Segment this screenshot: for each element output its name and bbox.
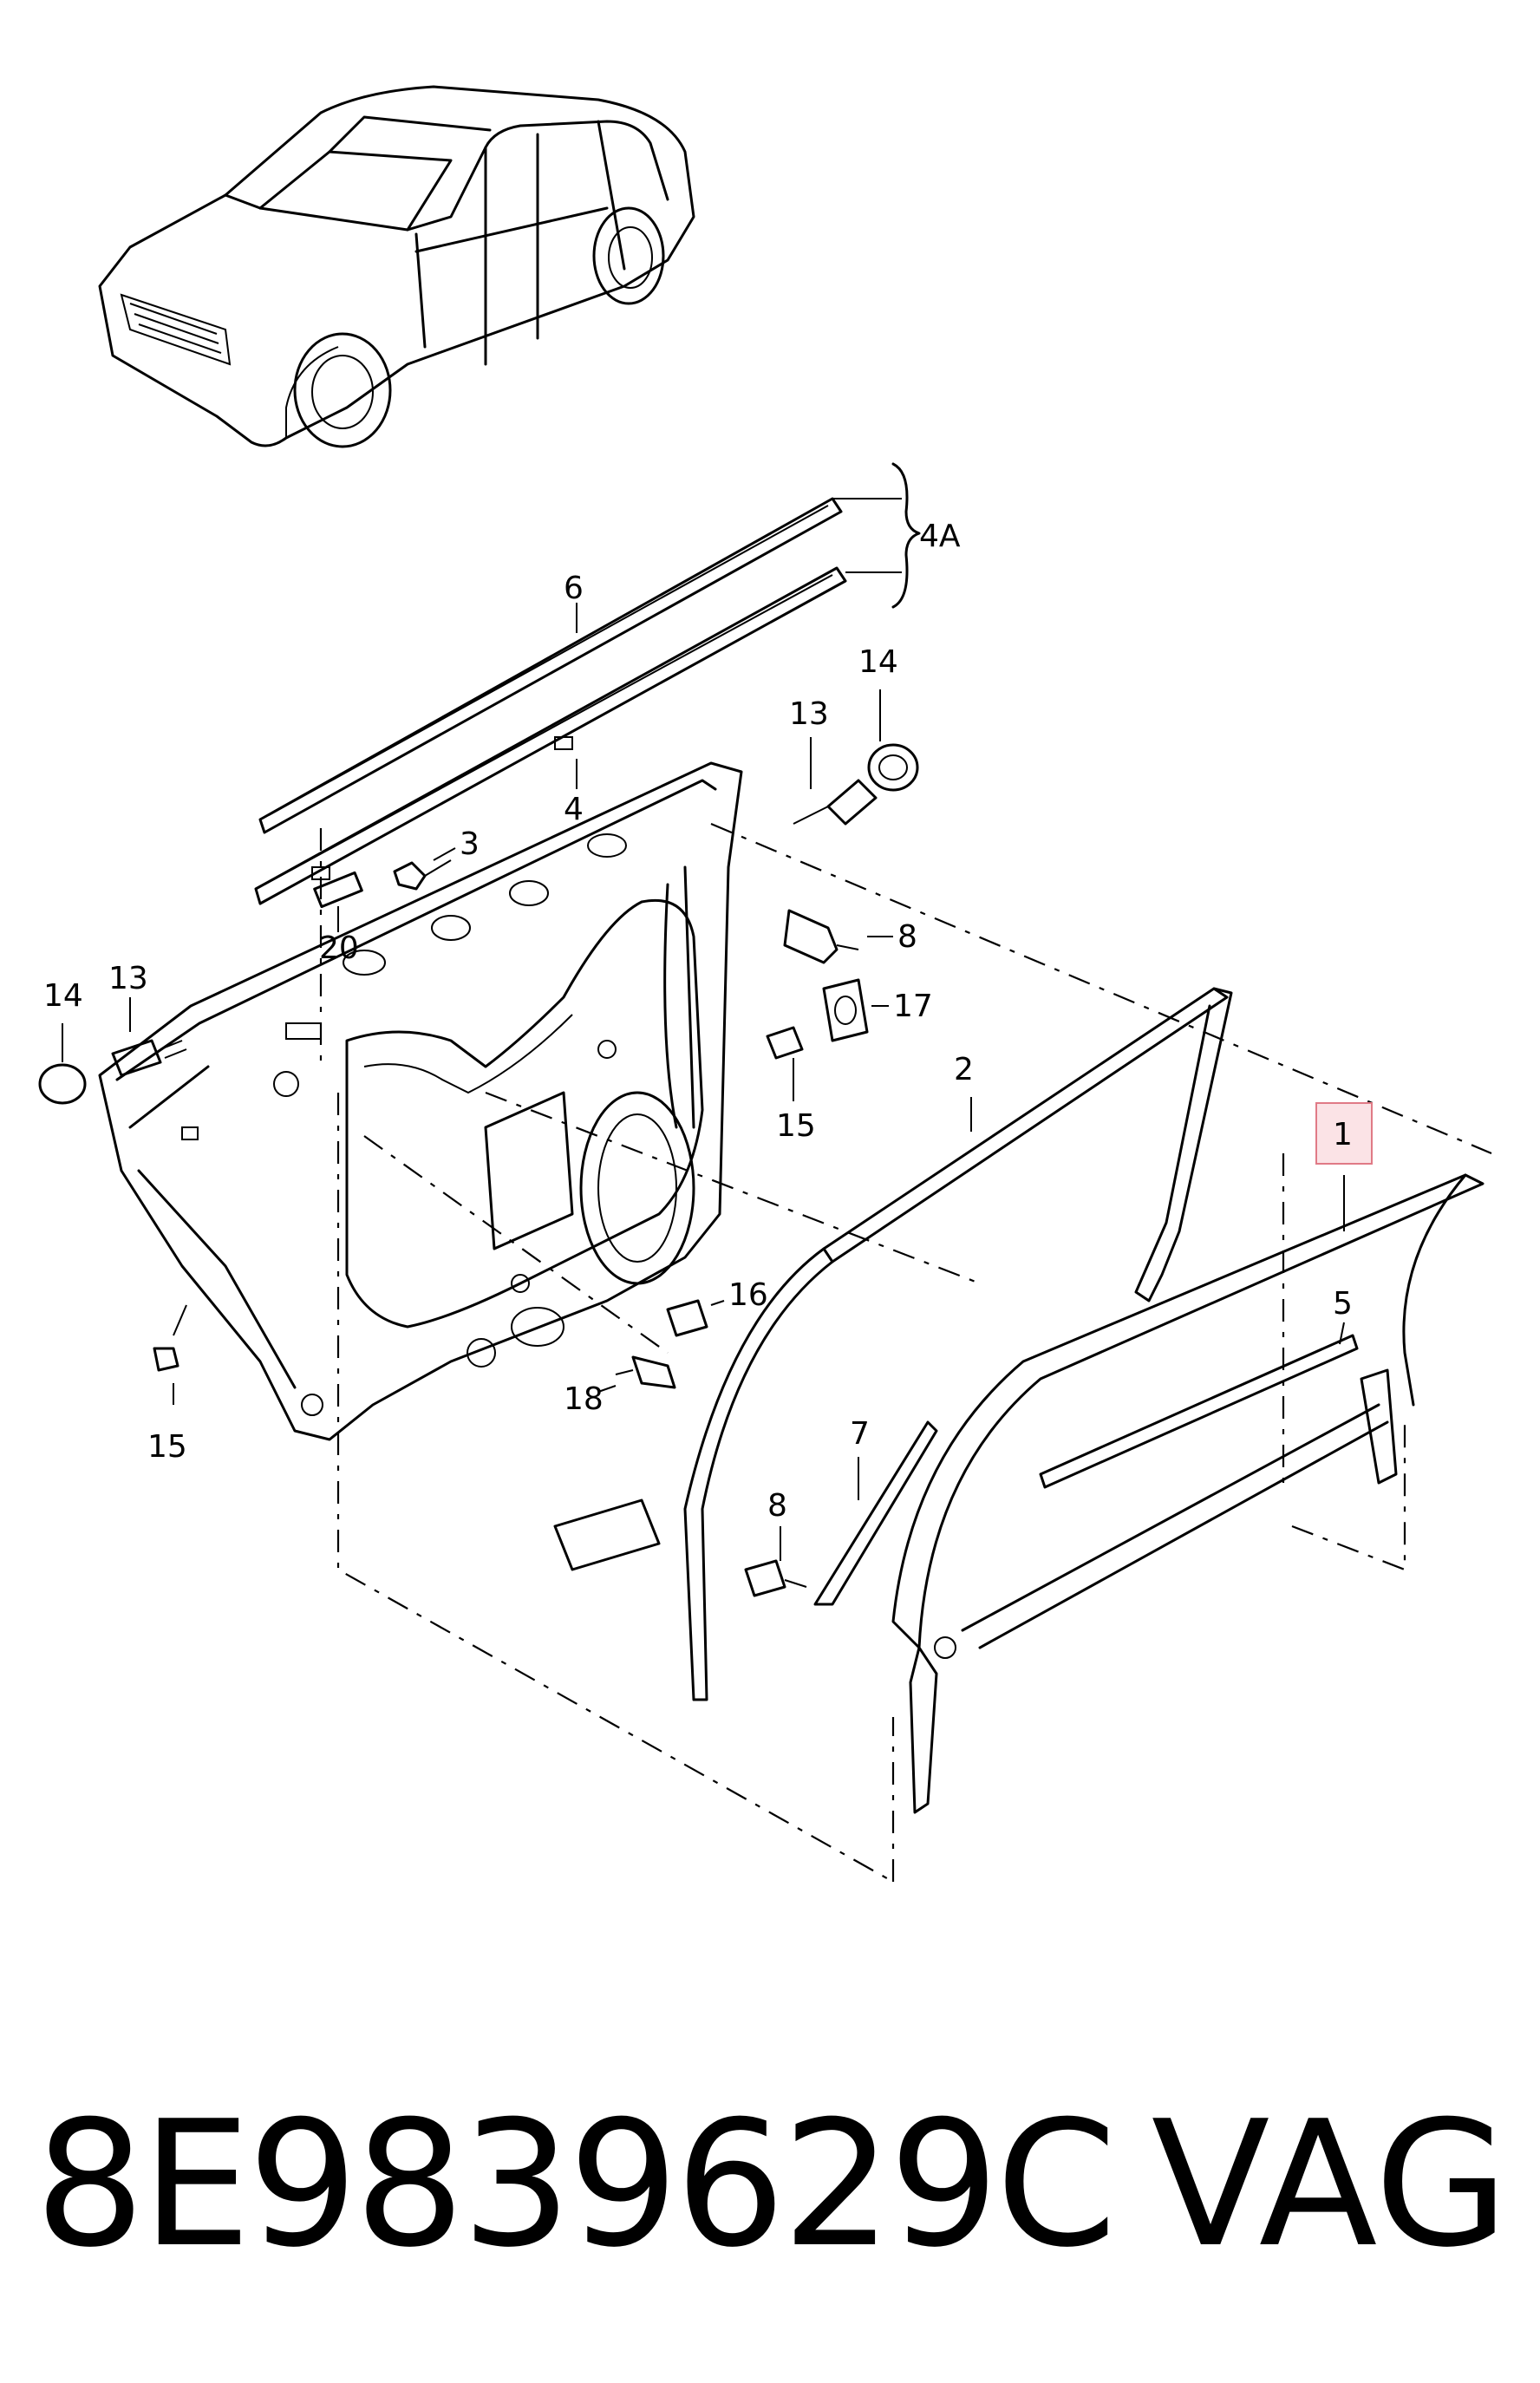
footer: 8E9839629C VAG xyxy=(35,2055,1509,2315)
label-13-right: 13 xyxy=(789,696,829,732)
seal-5 xyxy=(1039,1334,1359,1489)
label-14-right: 14 xyxy=(858,644,898,680)
label-7: 7 xyxy=(850,1416,870,1452)
door-module-carrier xyxy=(98,761,743,1441)
window-seal-6 xyxy=(258,497,843,834)
label-16: 16 xyxy=(728,1277,768,1313)
window-seal-4 xyxy=(254,566,847,905)
car-thumbnail-icon xyxy=(98,85,695,448)
label-13-left: 13 xyxy=(108,961,148,996)
screw-15-mid xyxy=(766,1026,804,1060)
part-number: 8E9839629C xyxy=(35,2084,1117,2286)
label-4a: 4A xyxy=(919,519,961,554)
bolt-9 xyxy=(783,909,859,964)
cap-14-right xyxy=(867,743,919,792)
highlight-box-1 xyxy=(1315,1102,1373,1165)
brand-name: VAG xyxy=(1151,2084,1509,2286)
nut-16 xyxy=(666,1299,708,1337)
bolt-13-right xyxy=(793,779,878,826)
label-4: 4 xyxy=(564,792,584,827)
label-15-mid: 15 xyxy=(776,1108,816,1144)
cap-14-left xyxy=(38,1063,87,1105)
label-5: 5 xyxy=(1333,1286,1353,1322)
label-9: 8 xyxy=(897,919,917,955)
bolt-13-left xyxy=(111,1039,187,1077)
label-6: 6 xyxy=(564,571,584,606)
triangle-trim-7 xyxy=(813,1420,938,1606)
label-2: 2 xyxy=(954,1052,974,1087)
callout-4a-bracket xyxy=(832,462,921,609)
label-14-left: 14 xyxy=(43,978,83,1014)
bolt-18 xyxy=(615,1355,676,1389)
grommet-17 xyxy=(822,978,869,1042)
leader-lines xyxy=(62,603,1345,1561)
label-3: 3 xyxy=(460,826,480,862)
label-20: 20 xyxy=(319,930,359,966)
strip-20 xyxy=(313,871,363,932)
label-15-left: 15 xyxy=(147,1429,187,1465)
label-17: 17 xyxy=(893,989,933,1024)
bolt-8 xyxy=(744,1559,807,1597)
window-frame-2 xyxy=(553,987,1233,1701)
clip-3 xyxy=(393,859,452,891)
parts-diagram: 6 4A 4 3 20 13 14 13 14 8 17 15 16 18 15… xyxy=(38,85,1492,1883)
label-18: 18 xyxy=(564,1381,604,1417)
label-8: 8 xyxy=(767,1488,787,1524)
window-frame-1 xyxy=(891,1173,1485,1814)
screw-15-left xyxy=(153,1304,187,1372)
label-1: 1 xyxy=(1333,1117,1353,1152)
